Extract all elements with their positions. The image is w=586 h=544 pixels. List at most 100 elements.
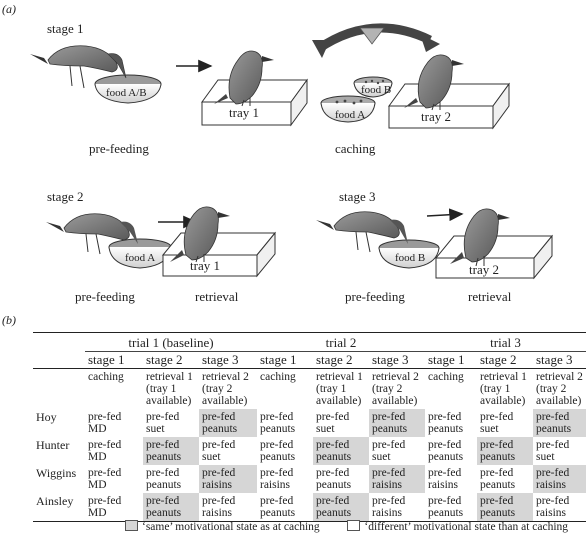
stage-header-row: stage 1 stage 2 stage 3 stage 1 stage 2 … — [33, 352, 586, 369]
trial3-header: trial 3 — [425, 332, 586, 352]
stage2-bowl-label: food A — [125, 252, 156, 264]
stage2-prefeed-bird — [46, 213, 138, 255]
t2-stage2-header: stage 2 — [316, 352, 353, 367]
cell: pre-fed MD — [88, 467, 122, 491]
legend-different-label: ‘different’ motivational state than at c… — [364, 521, 569, 533]
stage3-title: stage 3 — [339, 189, 376, 204]
stage1-prefeed-bird — [30, 45, 127, 89]
stage1-prefeed-bowl — [94, 74, 162, 104]
t2-stage3-header: stage 3 — [372, 352, 409, 367]
legend-different-swatch — [347, 520, 361, 531]
stage3-caption-prefeeding: pre-feeding — [345, 289, 405, 304]
bird-name: Hoy — [36, 410, 57, 424]
stage1-tray2-label: tray 2 — [421, 109, 451, 124]
t2-caching: caching — [260, 371, 296, 383]
stage3-arrow — [426, 208, 464, 222]
t3-stage3-header: stage 3 — [536, 352, 573, 367]
stage1-caption-prefeeding: pre-feeding — [89, 141, 149, 156]
bird-name: Hunter — [36, 438, 70, 452]
motivation-table: trial 1 (baseline) trial 2 trial 3 stage… — [33, 332, 586, 522]
stage2-caption-retrieval: retrieval — [195, 289, 239, 304]
stage3-bird-tray — [450, 208, 510, 267]
legend-same-swatch — [125, 520, 138, 531]
panel-b-letter: (b) — [2, 313, 16, 327]
stage1-bowl-food-b — [353, 76, 393, 98]
stage3-prefeed-bird — [316, 211, 408, 253]
t3-stage2-header: stage 2 — [480, 352, 517, 367]
trial1-header: trial 1 (baseline) — [85, 332, 257, 352]
t1-stage1-header: stage 1 — [88, 352, 125, 367]
cell: pre-fed MD — [88, 411, 122, 435]
t1-stage2-header: stage 2 — [146, 352, 183, 367]
stage1-food-b-label: food B — [361, 84, 392, 96]
stage3-bowl-label: food B — [395, 252, 426, 264]
stage2-title: stage 2 — [47, 189, 84, 204]
stage1-swap-arrows — [312, 23, 440, 58]
trial-header-row: trial 1 (baseline) trial 2 trial 3 — [33, 332, 586, 352]
t3-stage1-header: stage 1 — [428, 352, 465, 367]
stage1-bowl-label: food A/B — [106, 87, 147, 99]
stage1-bird-tray1 — [214, 50, 274, 107]
t2-stage1-header: stage 1 — [260, 352, 297, 367]
stage1-bird-tray2 — [404, 54, 464, 111]
stage2-bowl — [108, 238, 172, 269]
stage2-bird-tray — [170, 206, 230, 263]
t1-caching: caching — [88, 371, 124, 383]
legend-same-label: ‘same’ motivational state as at caching — [142, 521, 320, 533]
t3-caching: caching — [428, 371, 464, 383]
stage1-bowl-food-a — [320, 95, 376, 123]
stage2-caption-prefeeding: pre-feeding — [75, 289, 135, 304]
stage3-tray-label: tray 2 — [469, 262, 499, 277]
stage1-food-a-label: food A — [335, 109, 366, 121]
panel-a-drawing — [30, 23, 554, 280]
stage2-tray-label: tray 1 — [190, 258, 220, 273]
trial2-header: trial 2 — [257, 332, 425, 352]
stage1-tray1-label: tray 1 — [229, 105, 259, 120]
panel-a-letter: (a) — [2, 2, 16, 16]
bird-name: Ainsley — [36, 494, 74, 508]
stage1-title: stage 1 — [47, 21, 84, 36]
stage3-bowl — [378, 239, 440, 269]
legend: ‘same’ motivational state as at caching … — [125, 520, 568, 533]
